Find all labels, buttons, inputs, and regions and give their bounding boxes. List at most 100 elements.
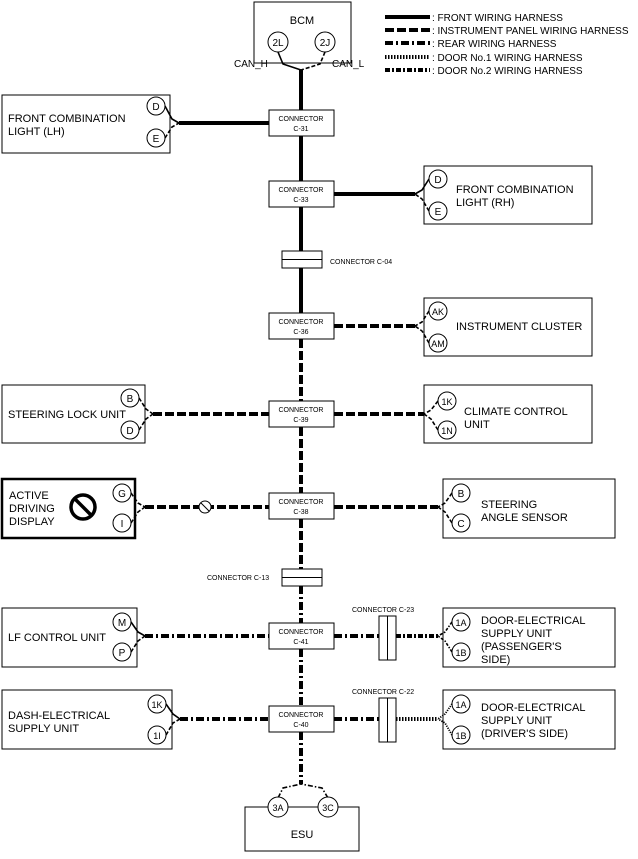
steering-angle-sensor: STEERING ANGLE SENSOR B C bbox=[334, 478, 616, 539]
svg-text:CONNECTOR: CONNECTOR bbox=[279, 319, 324, 326]
svg-text:C-36: C-36 bbox=[293, 329, 308, 336]
svg-text:1B: 1B bbox=[455, 648, 466, 658]
inline-connector-c22: CONNECTOR C-22 bbox=[352, 689, 414, 743]
svg-text:SUPPLY UNIT: SUPPLY UNIT bbox=[481, 715, 552, 727]
svg-text:E: E bbox=[153, 134, 160, 145]
climate-control-unit: CLIMATE CONTROL UNIT 1K 1N bbox=[334, 384, 593, 444]
legend: : FRONT WIRING HARNESS : INSTRUMENT PANE… bbox=[385, 13, 629, 77]
svg-text:C-39: C-39 bbox=[293, 417, 308, 424]
svg-text:FRONT COMBINATION: FRONT COMBINATION bbox=[456, 184, 574, 196]
connector-c36: CONNECTOR C-36 bbox=[268, 312, 335, 340]
inline-connector-c04: CONNECTOR C-04 bbox=[281, 250, 392, 269]
can-h-label: CAN_H bbox=[234, 59, 268, 70]
svg-text:P: P bbox=[119, 648, 126, 659]
svg-text:LIGHT (LH): LIGHT (LH) bbox=[8, 126, 65, 138]
svg-text:SIDE): SIDE) bbox=[481, 654, 510, 666]
svg-text:ACTIVE: ACTIVE bbox=[9, 490, 49, 502]
svg-text:CONNECTOR C-04: CONNECTOR C-04 bbox=[330, 259, 392, 266]
svg-text:CONNECTOR C-22: CONNECTOR C-22 bbox=[352, 689, 414, 696]
legend-instrument-panel: : INSTRUMENT PANEL WIRING HARNESS bbox=[432, 26, 629, 37]
svg-text:CONNECTOR: CONNECTOR bbox=[279, 187, 324, 194]
svg-text:1A: 1A bbox=[455, 700, 466, 710]
svg-text:CONNECTOR: CONNECTOR bbox=[279, 116, 324, 123]
svg-text:C: C bbox=[457, 519, 464, 530]
svg-text:B: B bbox=[127, 394, 134, 405]
active-driving-display: ACTIVE DRIVING DISPLAY G I bbox=[0, 477, 269, 540]
legend-door1: : DOOR No.1 WIRING HARNESS bbox=[432, 53, 583, 64]
connector-c31: CONNECTOR C-31 bbox=[268, 109, 335, 137]
connector-c33: CONNECTOR C-33 bbox=[268, 180, 335, 208]
svg-text:FRONT COMBINATION: FRONT COMBINATION bbox=[8, 113, 126, 125]
svg-text:1B: 1B bbox=[455, 731, 466, 741]
door-electrical-supply-unit-passenger: DOOR-ELECTRICAL SUPPLY UNIT (PASSENGER'S… bbox=[334, 607, 616, 668]
svg-text:B: B bbox=[458, 489, 465, 500]
prohibited-icon bbox=[69, 493, 97, 521]
svg-text:G: G bbox=[118, 489, 126, 500]
svg-text:CONNECTOR: CONNECTOR bbox=[279, 407, 324, 414]
svg-text:C-41: C-41 bbox=[293, 639, 308, 646]
svg-text:STEERING: STEERING bbox=[481, 499, 537, 511]
svg-text:SUPPLY UNIT: SUPPLY UNIT bbox=[8, 723, 79, 735]
connector-c39: CONNECTOR C-39 bbox=[268, 400, 335, 428]
svg-text:INSTRUMENT CLUSTER: INSTRUMENT CLUSTER bbox=[456, 321, 582, 333]
bcm-title: BCM bbox=[290, 15, 314, 27]
svg-text:C-38: C-38 bbox=[293, 509, 308, 516]
svg-text:AM: AM bbox=[431, 339, 445, 349]
svg-text:ANGLE SENSOR: ANGLE SENSOR bbox=[481, 512, 568, 524]
svg-text:SUPPLY UNIT: SUPPLY UNIT bbox=[481, 628, 552, 640]
front-combination-light-rh: FRONT COMBINATION LIGHT (RH) D E bbox=[334, 165, 593, 225]
svg-text:UNIT: UNIT bbox=[464, 419, 490, 431]
svg-text:1K: 1K bbox=[151, 700, 162, 710]
svg-text:CONNECTOR C-13: CONNECTOR C-13 bbox=[207, 575, 269, 582]
front-combination-light-lh: FRONT COMBINATION LIGHT (LH) D E bbox=[1, 94, 269, 154]
svg-text:D: D bbox=[152, 102, 159, 113]
bcm-unit: BCM 2L 2J CAN_H CAN_L bbox=[234, 1, 365, 71]
bcm-pin-2j: 2J bbox=[320, 38, 331, 49]
prohibited-small-icon bbox=[198, 500, 212, 514]
svg-text:CLIMATE CONTROL: CLIMATE CONTROL bbox=[464, 406, 568, 418]
svg-text:(PASSENGER'S: (PASSENGER'S bbox=[481, 641, 562, 653]
svg-text:DOOR-ELECTRICAL: DOOR-ELECTRICAL bbox=[481, 702, 586, 714]
inline-connector-c23: CONNECTOR C-23 bbox=[352, 607, 414, 661]
legend-front: : FRONT WIRING HARNESS bbox=[432, 13, 563, 24]
svg-text:D: D bbox=[126, 426, 133, 437]
can-l-label: CAN_L bbox=[332, 59, 365, 70]
svg-text:STEERING LOCK UNIT: STEERING LOCK UNIT bbox=[8, 409, 126, 421]
bcm-pin-2l: 2L bbox=[272, 38, 284, 49]
svg-text:C-40: C-40 bbox=[293, 722, 308, 729]
connector-c38: CONNECTOR C-38 bbox=[268, 492, 335, 520]
svg-text:DOOR-ELECTRICAL: DOOR-ELECTRICAL bbox=[481, 615, 586, 627]
svg-text:1I: 1I bbox=[153, 731, 161, 741]
svg-text:LF CONTROL UNIT: LF CONTROL UNIT bbox=[8, 632, 106, 644]
svg-text:DASH-ELECTRICAL: DASH-ELECTRICAL bbox=[8, 710, 110, 722]
steering-lock-unit: STEERING LOCK UNIT B D bbox=[1, 384, 269, 444]
legend-door2: : DOOR No.2 WIRING HARNESS bbox=[432, 66, 583, 77]
lf-control-unit: LF CONTROL UNIT M P bbox=[1, 607, 269, 668]
svg-text:E: E bbox=[435, 207, 442, 218]
svg-text:CONNECTOR C-23: CONNECTOR C-23 bbox=[352, 607, 414, 614]
svg-text:CONNECTOR: CONNECTOR bbox=[279, 499, 324, 506]
inline-connector-c13: CONNECTOR C-13 bbox=[207, 568, 323, 587]
esu-unit: ESU 3A 3C bbox=[244, 783, 360, 852]
svg-text:D: D bbox=[434, 175, 441, 186]
legend-rear: : REAR WIRING HARNESS bbox=[432, 39, 557, 50]
svg-text:1A: 1A bbox=[455, 618, 466, 628]
instrument-cluster: INSTRUMENT CLUSTER AK AM bbox=[334, 297, 593, 357]
connector-c40: CONNECTOR C-40 bbox=[268, 705, 335, 733]
esu-pin-3c: 3C bbox=[322, 803, 334, 813]
door-electrical-supply-unit-driver: DOOR-ELECTRICAL SUPPLY UNIT (DRIVER'S SI… bbox=[334, 689, 616, 750]
svg-text:CONNECTOR: CONNECTOR bbox=[279, 712, 324, 719]
svg-text:CONNECTOR: CONNECTOR bbox=[279, 629, 324, 636]
connector-c41: CONNECTOR C-41 bbox=[268, 622, 335, 650]
svg-text:I: I bbox=[121, 519, 124, 530]
svg-text:1N: 1N bbox=[441, 426, 453, 436]
svg-text:DISPLAY: DISPLAY bbox=[9, 516, 55, 528]
svg-text:DRIVING: DRIVING bbox=[9, 503, 55, 515]
svg-text:1K: 1K bbox=[441, 397, 452, 407]
esu-title: ESU bbox=[291, 829, 314, 841]
esu-pin-3a: 3A bbox=[272, 803, 283, 813]
svg-text:AK: AK bbox=[432, 307, 444, 317]
svg-text:C-33: C-33 bbox=[293, 197, 308, 204]
svg-text:(DRIVER'S SIDE): (DRIVER'S SIDE) bbox=[481, 728, 568, 740]
